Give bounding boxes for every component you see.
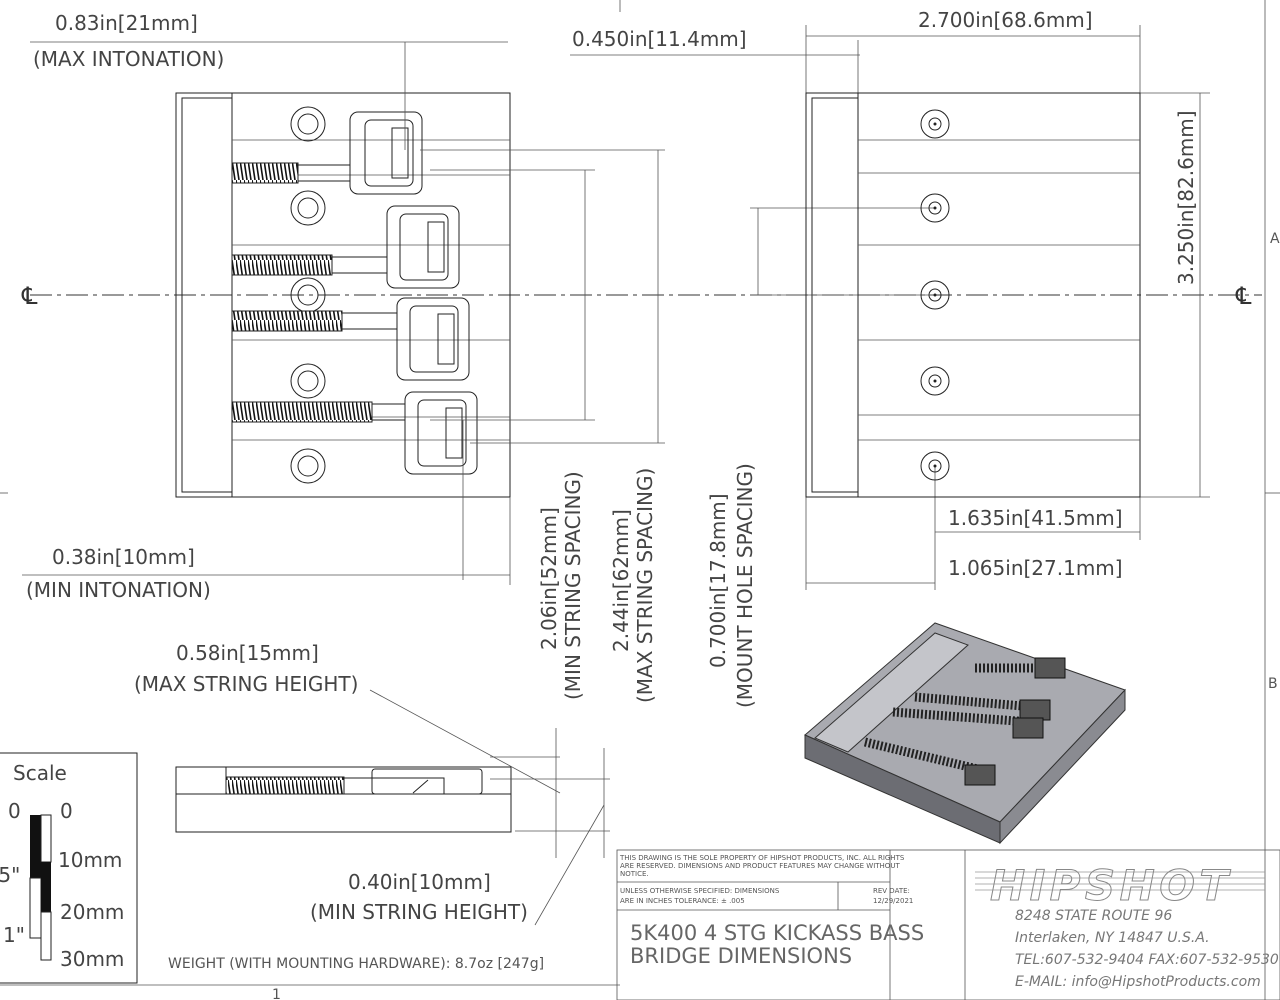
offset-dimension: 0.450in[11.4mm] — [572, 27, 747, 51]
tolerance-line-1: UNLESS OTHERWISE SPECIFIED: DIMENSIONS — [620, 887, 780, 895]
weight-text: WEIGHT (WITH MOUNTING HARDWARE): 8.7oz [… — [168, 956, 544, 972]
zone-b-label: B — [1268, 676, 1278, 692]
logo-text: HIPSHOT — [990, 861, 1231, 910]
scale-mm-10: 10mm — [58, 848, 122, 872]
saddle-1 — [231, 111, 423, 195]
hipshot-logo: HIPSHOT — [975, 861, 1265, 911]
mount-holes-bottom — [920, 109, 950, 481]
length-dimension: 3.250in[82.6mm] — [1174, 110, 1198, 285]
drawing-title-line-1: 5K400 4 STG KICKASS BASS — [630, 921, 924, 945]
zone-a-label: A — [1270, 231, 1280, 247]
bridge-isometric-view — [804, 622, 1126, 845]
width-dimension: 2.700in[68.6mm] — [918, 8, 1093, 32]
max-string-spacing-label: (MAX STRING SPACING) — [633, 468, 657, 703]
notice-line-3: NOTICE. — [620, 870, 649, 878]
phone-fax: TEL:607-532-9404 FAX:607-532-9530 — [1015, 952, 1279, 968]
min-string-spacing-label: (MIN STRING SPACING) — [561, 471, 585, 700]
min-string-spacing-value: 2.06in[52mm] — [537, 507, 561, 650]
notice-line-1: THIS DRAWING IS THE SOLE PROPERTY OF HIP… — [619, 854, 905, 862]
scale-inch-1: 1" — [3, 923, 25, 947]
title-block: THIS DRAWING IS THE SOLE PROPERTY OF HIP… — [616, 849, 1280, 1000]
bridge-top-view — [175, 92, 511, 498]
bridge-side-view — [175, 689, 610, 926]
notice-line-2: ARE RESERVED. DIMENSIONS AND PRODUCT FEA… — [620, 862, 900, 870]
mount-hole-spacing-label: (MOUNT HOLE SPACING) — [733, 463, 757, 708]
rev-date-value: 12/29/2021 — [873, 897, 913, 905]
max-string-height-value: 0.58in[15mm] — [176, 641, 319, 665]
drawing-title-line-2: BRIDGE DIMENSIONS — [630, 944, 852, 968]
scale-inch-0: 0 — [8, 799, 21, 823]
address-line-2: Interlaken, NY 14847 U.S.A. — [1015, 930, 1210, 946]
scale-title: Scale — [13, 761, 67, 785]
sheet-number: 1 — [272, 987, 281, 1000]
scale-mm-30: 30mm — [60, 947, 124, 971]
min-string-height-label: (MIN STRING HEIGHT) — [310, 900, 528, 924]
hole-to-back-dimension: 1.635in[41.5mm] — [948, 506, 1123, 530]
rev-date-label: REV DATE: — [873, 887, 910, 895]
email: E-MAIL: info@HipshotProducts.com — [1015, 974, 1261, 990]
tolerance-line-2: ARE IN INCHES TOLERANCE: ± .005 — [620, 897, 745, 905]
mount-hole-spacing-value: 0.700in[17.8mm] — [706, 493, 730, 668]
centerline-symbol-left: ℄ — [21, 282, 38, 310]
address-line-1: 8248 STATE ROUTE 96 — [1015, 908, 1172, 924]
saddle-3 — [231, 297, 470, 381]
saddle-2 — [231, 205, 460, 289]
scale-inch-half: .5" — [0, 863, 20, 887]
hole-to-front-dimension: 1.065in[27.1mm] — [948, 556, 1123, 580]
scale-mm-0: 0 — [60, 799, 73, 823]
min-string-height-value: 0.40in[10mm] — [348, 870, 491, 894]
max-intonation-label: (MAX INTONATION) — [33, 47, 224, 71]
max-string-height-label: (MAX STRING HEIGHT) — [134, 672, 358, 696]
max-string-spacing-value: 2.44in[62mm] — [609, 509, 633, 652]
scale-mm-20: 20mm — [60, 900, 124, 924]
dimension-labels: 0.83in[21mm] (MAX INTONATION) 0.38in[10m… — [26, 8, 1198, 972]
bridge-bottom-view — [805, 92, 1141, 498]
saddle-4 — [231, 391, 478, 475]
scale-legend: Scale 0 .5" 1" 0 10mm 20mm 30mm — [0, 752, 138, 984]
min-intonation-value: 0.38in[10mm] — [52, 545, 195, 569]
min-intonation-label: (MIN INTONATION) — [26, 578, 211, 602]
max-intonation-value: 0.83in[21mm] — [55, 11, 198, 35]
centerline-symbol-right: ℄ — [1235, 282, 1252, 310]
